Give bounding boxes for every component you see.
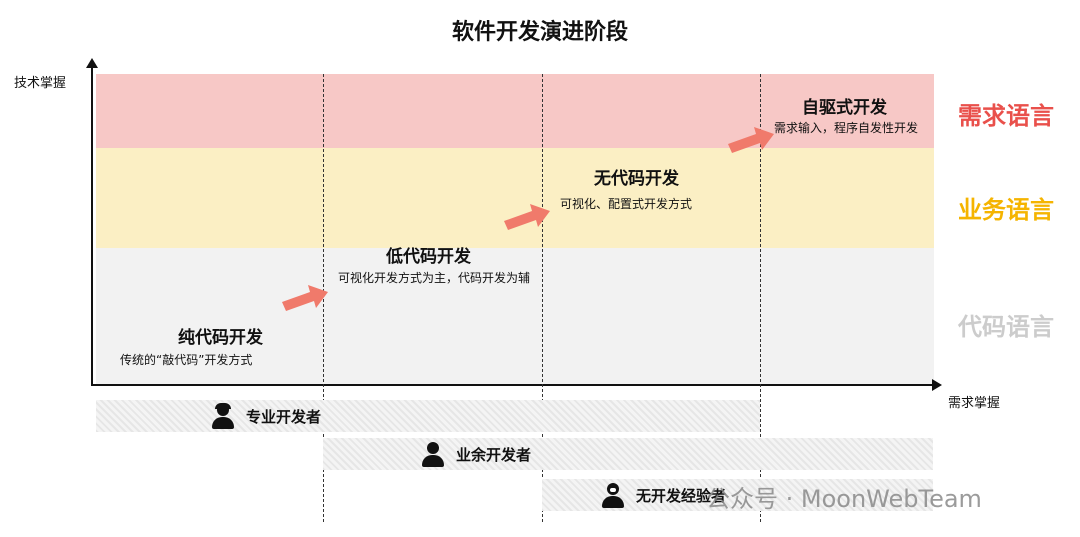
stage-divider xyxy=(542,74,543,522)
demand-language-band xyxy=(96,74,934,148)
developer-label: 业余开发者 xyxy=(456,445,532,464)
developer-amateur: 业余开发者 xyxy=(420,441,531,467)
page-title: 软件开发演进阶段 xyxy=(451,20,628,45)
developer-label: 专业开发者 xyxy=(246,407,322,426)
stage-title-no-code: 无代码开发 xyxy=(594,169,679,189)
watermark: 公众号 · MoonWebTeam xyxy=(706,485,982,513)
x-axis xyxy=(91,384,933,386)
developer-range-bar-professional xyxy=(96,400,760,432)
person-chat-icon xyxy=(600,482,626,508)
person-icon xyxy=(420,441,446,467)
developer-no-experience: 无开发经验者 xyxy=(600,482,726,508)
stage-desc-no-code: 可视化、配置式开发方式 xyxy=(560,197,693,211)
business-language-band xyxy=(96,148,934,248)
worker-helmet-icon xyxy=(210,403,236,429)
code-language-band xyxy=(96,248,934,386)
developer-range-bar-amateur xyxy=(323,438,933,470)
progress-arrow-icon xyxy=(728,127,774,153)
y-axis xyxy=(91,64,93,386)
y-axis-arrow-icon xyxy=(86,58,98,68)
stage-title-self-driven: 自驱式开发 xyxy=(802,98,887,118)
language-label-code: 代码语言 xyxy=(958,313,1054,341)
language-label-demand: 需求语言 xyxy=(958,102,1054,130)
stage-desc-low-code: 可视化开发方式为主，代码开发为辅 xyxy=(338,271,531,285)
x-axis-label: 需求掌握 xyxy=(948,396,1001,411)
x-axis-arrow-icon xyxy=(932,379,942,391)
language-label-business: 业务语言 xyxy=(958,196,1054,224)
stage-divider xyxy=(760,74,761,522)
developer-professional: 专业开发者 xyxy=(210,403,321,429)
stage-desc-pure-code: 传统的“敲代码”开发方式 xyxy=(120,353,253,367)
stage-title-pure-code: 纯代码开发 xyxy=(178,328,263,348)
progress-arrow-icon xyxy=(504,204,550,230)
stage-desc-self-driven: 需求输入，程序自发性开发 xyxy=(774,121,919,135)
stage-title-low-code: 低代码开发 xyxy=(386,247,471,267)
developer-label: 无开发经验者 xyxy=(636,486,727,505)
y-axis-label: 技术掌握 xyxy=(14,76,67,91)
progress-arrow-icon xyxy=(282,285,328,311)
